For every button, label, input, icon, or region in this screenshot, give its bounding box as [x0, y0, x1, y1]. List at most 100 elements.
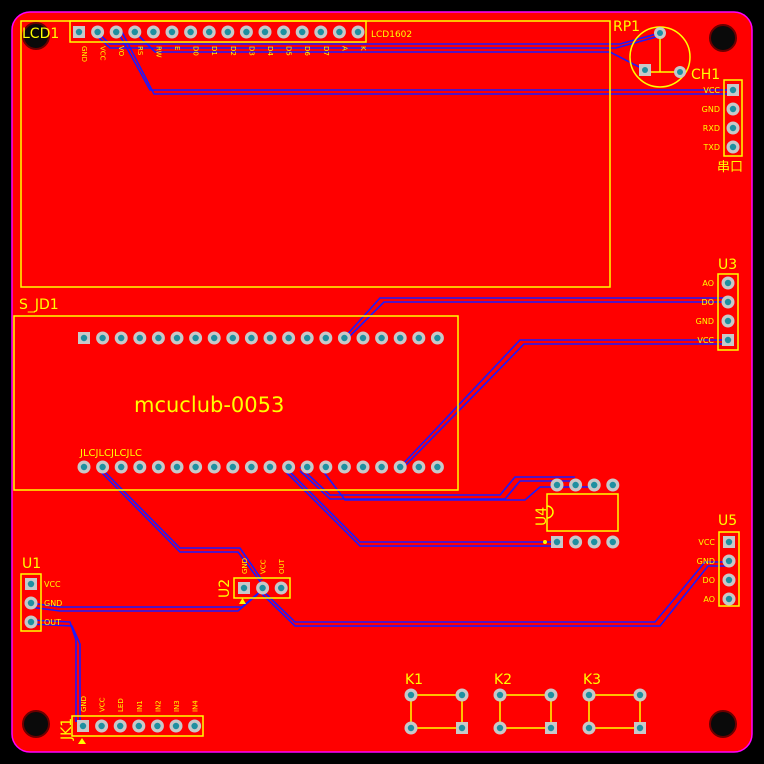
- u3-designator: U3: [718, 257, 737, 273]
- lcd-pin-label: D3: [247, 46, 255, 56]
- u4-pin1-marker: [543, 540, 547, 544]
- u4-notch: [546, 505, 554, 519]
- k2-pad: [544, 688, 558, 702]
- u2-pin1-marker: [239, 598, 246, 604]
- mcu-pin-bottom: [356, 460, 370, 474]
- mcu-pin-top: [189, 331, 203, 345]
- u1-pin-label: OUT: [44, 618, 61, 627]
- mcu-pin-top: [282, 331, 296, 345]
- u3-pin: [721, 295, 735, 309]
- u4-pin-bottom: [569, 535, 583, 549]
- jk1-pin: [77, 720, 89, 732]
- mcu-pin-bottom: [189, 460, 203, 474]
- u2-pin-label: GND: [241, 558, 249, 574]
- u2-pin-label: OUT: [278, 558, 286, 574]
- mcu-pin-top: [430, 331, 444, 345]
- u2-pin: [238, 582, 250, 594]
- mcu-pin-bottom: [412, 460, 426, 474]
- lcd-pin-label: D6: [303, 46, 311, 56]
- ic-u4[interactable]: U4: [534, 478, 620, 549]
- lcd-pin: [202, 25, 216, 39]
- mcu-pin-top: [151, 331, 165, 345]
- u5-pin: [723, 536, 735, 548]
- ch1-outline: [723, 79, 743, 157]
- k3-pad: [633, 688, 647, 702]
- u3-outline: [717, 273, 739, 351]
- k2-pad: [493, 688, 507, 702]
- u1-designator: U1: [22, 556, 41, 572]
- mcu-pin-bottom: [114, 460, 128, 474]
- jk1-pin-label: VCC: [99, 697, 107, 712]
- lcd-pin: [73, 26, 85, 38]
- u1-pin-label: VCC: [44, 580, 61, 589]
- lcd-pin-label: RS: [136, 46, 144, 56]
- lcd-header-outline: [69, 20, 367, 43]
- lcd-pin-label: D7: [322, 46, 330, 56]
- k2-pad: [493, 721, 507, 735]
- lcd-pin-label: VCC: [99, 46, 107, 61]
- mcu-pin-top: [244, 331, 258, 345]
- jk1-pin1-marker: [78, 738, 86, 744]
- lcd-pin-label: RW: [154, 46, 162, 58]
- u3-pin-label: DO: [702, 298, 714, 307]
- lcd-value: LCD1602: [371, 30, 412, 40]
- mcu-marking: JLCJLCJLCJLC: [79, 448, 142, 459]
- ch1-pin-label: RXD: [703, 124, 720, 133]
- mounting-hole: [22, 22, 50, 50]
- ch1-designator: CH1: [691, 67, 720, 83]
- u4-pin-bottom: [587, 535, 601, 549]
- lcd-pin: [128, 25, 142, 39]
- u2-pin: [274, 581, 288, 595]
- rp1-designator: RP1: [613, 19, 640, 35]
- jk1-pin: [150, 719, 164, 733]
- u3-pin: [721, 276, 735, 290]
- u5-designator: U5: [718, 513, 737, 529]
- mcu-pin-bottom: [226, 460, 240, 474]
- lcd-pin: [332, 25, 346, 39]
- u3-pin-label: AO: [702, 279, 714, 288]
- k1-button[interactable]: K1: [404, 672, 469, 735]
- u4-outline: [546, 493, 619, 532]
- k2-button[interactable]: K2: [493, 672, 558, 735]
- mcu-pin-top: [393, 331, 407, 345]
- mcu-pin-bottom: [337, 460, 351, 474]
- u2-pin: [256, 581, 270, 595]
- lcd-pin-label: K: [359, 46, 367, 51]
- mcu-pin-bottom: [133, 460, 147, 474]
- ch1-pin-label: TXD: [702, 143, 720, 152]
- u5-pin-label: DO: [703, 576, 715, 585]
- u1-outline: [20, 573, 42, 632]
- potentiometer-rp1[interactable]: RP1: [613, 19, 691, 88]
- mcu-pin-bottom: [430, 460, 444, 474]
- u5-pin: [722, 592, 736, 606]
- k3-button[interactable]: K3: [582, 672, 647, 735]
- mcu-pin-bottom: [319, 460, 333, 474]
- ch1-pin: [726, 140, 740, 154]
- lcd-pin-label: D5: [285, 46, 293, 56]
- u2-designator: U2: [217, 579, 233, 598]
- k3-pad: [582, 688, 596, 702]
- k3-designator: K3: [583, 672, 601, 688]
- u4-designator: U4: [534, 507, 550, 526]
- lcd-pin: [277, 25, 291, 39]
- u5-pin: [722, 554, 736, 568]
- u4-pin-top: [550, 478, 564, 492]
- u5-pin-label: VCC: [698, 538, 715, 547]
- u1-pin: [25, 578, 37, 590]
- lcd-pin-label: GND: [80, 46, 88, 62]
- k1-pad: [404, 721, 418, 735]
- mcu-pin-bottom: [244, 460, 258, 474]
- mounting-hole: [709, 710, 737, 738]
